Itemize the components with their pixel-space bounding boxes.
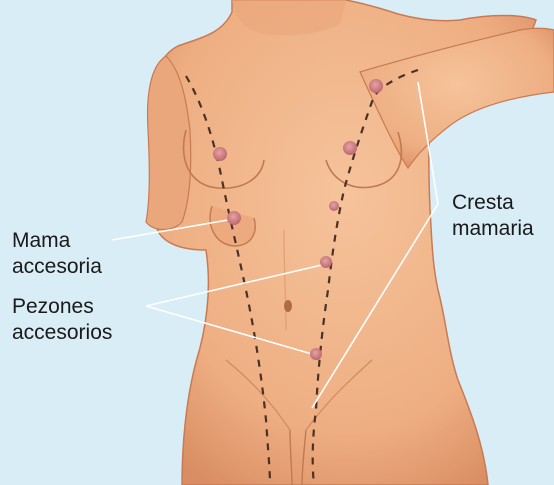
nipple-axillary bbox=[369, 79, 383, 93]
label-accessory-breast: Mama accesoria bbox=[12, 228, 102, 280]
label-accessory-breast-line1: Mama bbox=[12, 228, 102, 254]
navel bbox=[284, 300, 292, 312]
nipple-right bbox=[343, 141, 357, 155]
accessory-nipple-upper bbox=[329, 201, 339, 211]
label-accessory-nipples-line2: accesorios bbox=[12, 320, 112, 346]
label-mammary-ridge: Cresta mamaria bbox=[452, 190, 534, 242]
label-accessory-nipples-line1: Pezones bbox=[12, 294, 112, 320]
nipple-left bbox=[213, 147, 227, 161]
label-mammary-ridge-line1: Cresta bbox=[452, 190, 534, 216]
accessory-nipple-lower bbox=[310, 348, 322, 360]
label-mammary-ridge-line2: mamaria bbox=[452, 216, 534, 242]
accessory-nipple-middle bbox=[320, 256, 332, 268]
label-accessory-breast-line2: accesoria bbox=[12, 254, 102, 280]
label-accessory-nipples: Pezones accesorios bbox=[12, 294, 112, 346]
accessory-breast-nipple bbox=[227, 211, 241, 225]
